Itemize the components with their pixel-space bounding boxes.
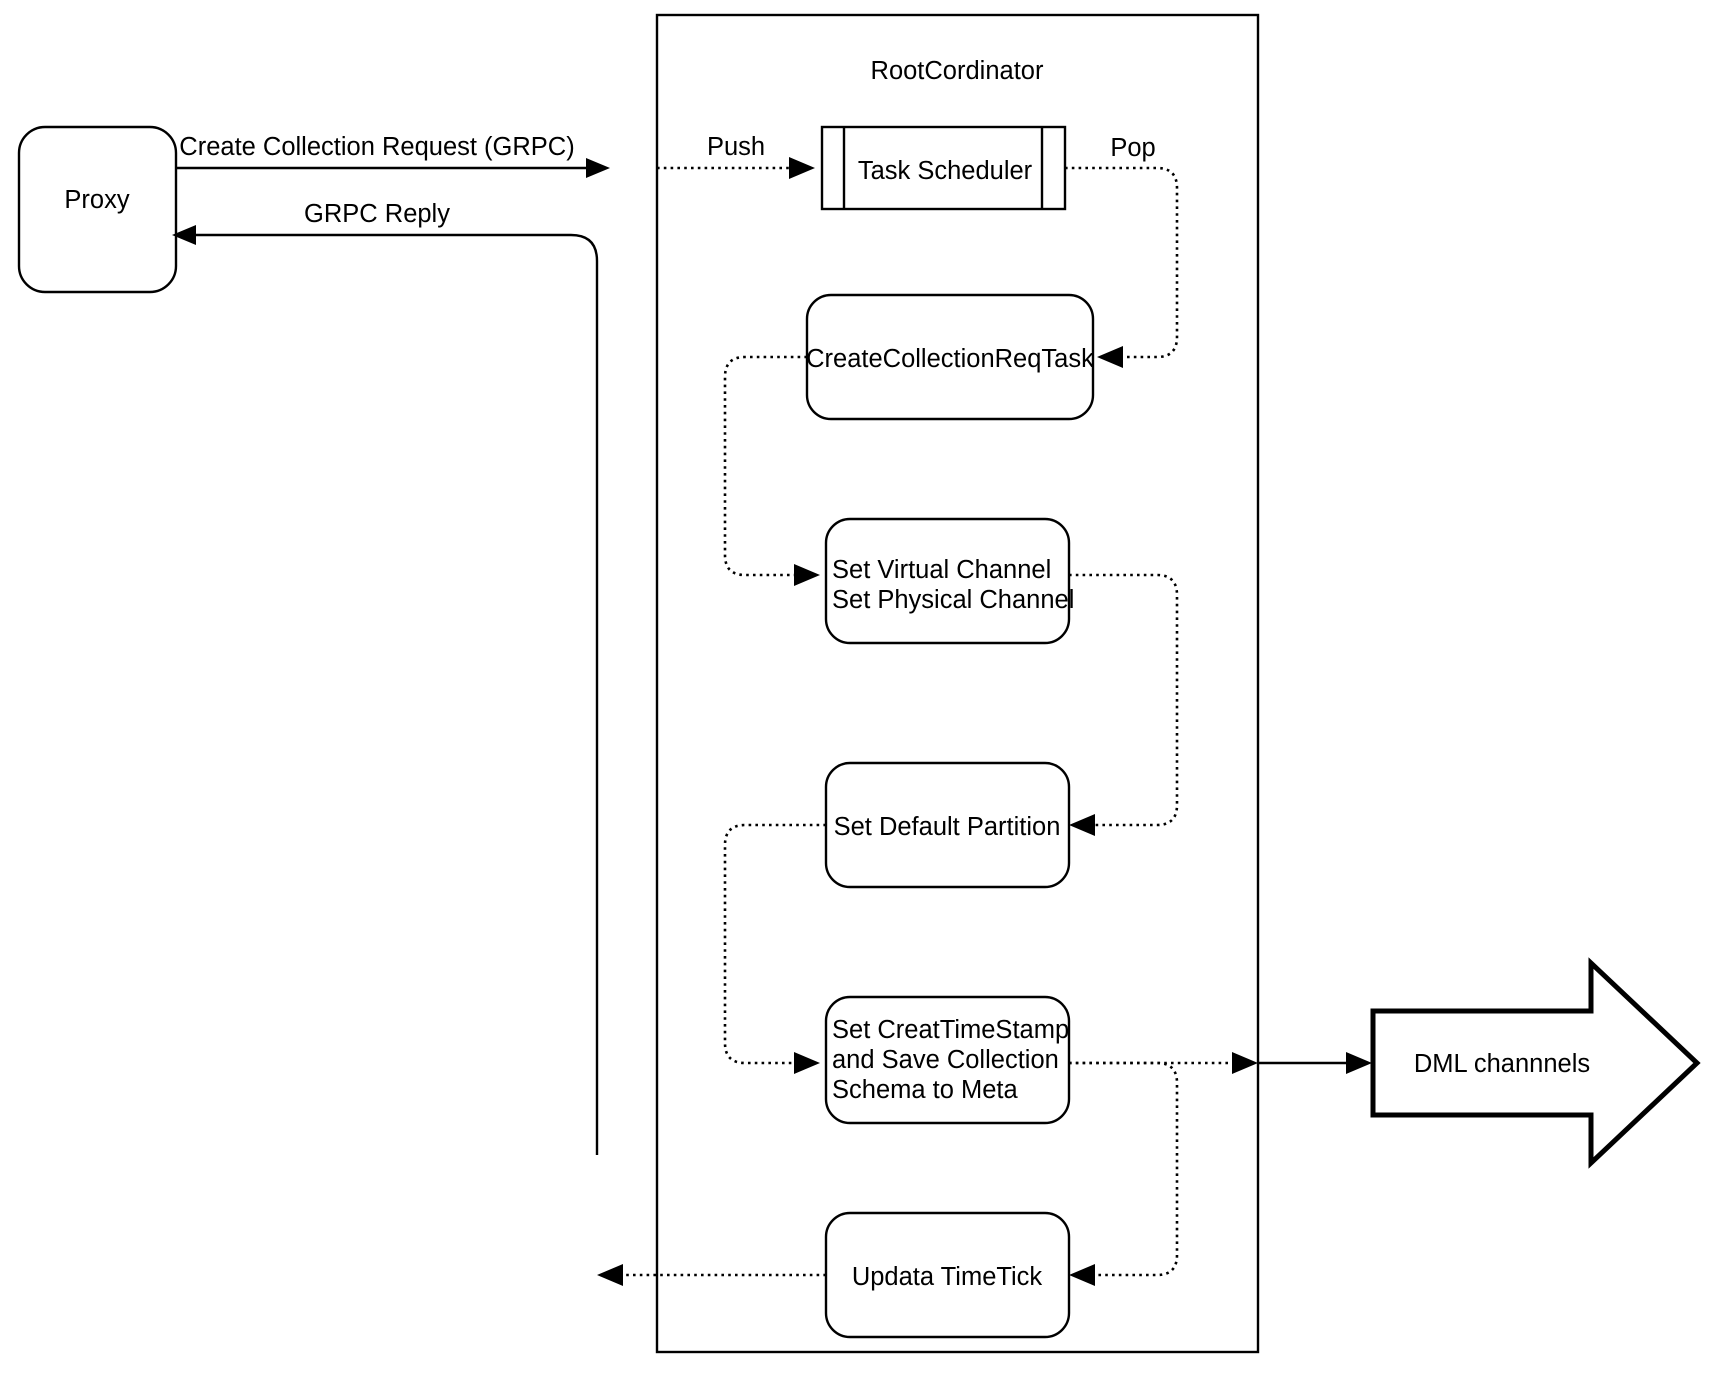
- arrowhead-push: [789, 157, 815, 179]
- node-task-scheduler-label: Task Scheduler: [858, 157, 1033, 185]
- arrowhead-timestamp-to-timetick: [1069, 1264, 1095, 1286]
- arrowhead-task-to-channels: [794, 564, 820, 586]
- edge-timetick-to-reply: [597, 1264, 826, 1286]
- edge-create-collection-request: Create Collection Request (GRPC): [176, 133, 610, 178]
- node-dml-channnels-label: DML channnels: [1414, 1050, 1590, 1078]
- arrowhead-grpc-reply: [172, 225, 196, 245]
- arrowhead-channels-to-partition: [1069, 814, 1095, 836]
- node-dml-channnels[interactable]: DML channnels: [1370, 957, 1701, 1169]
- edge-create-collection-request-label: Create Collection Request (GRPC): [179, 133, 574, 161]
- node-proxy-label: Proxy: [64, 186, 129, 214]
- node-set-timestamp-save-meta-label-line1: Set CreatTimeStamp: [832, 1016, 1069, 1044]
- node-set-timestamp-save-meta-label-line3: Schema to Meta: [832, 1076, 1018, 1104]
- edge-push-label: Push: [707, 133, 765, 161]
- arrowhead-partition-to-timestamp: [794, 1052, 820, 1074]
- arrowhead-timestamp-boundary: [1232, 1052, 1258, 1074]
- edge-push: Push: [657, 133, 815, 179]
- node-set-default-partition[interactable]: Set Default Partition: [824, 761, 1071, 889]
- node-updata-timetick[interactable]: Updata TimeTick: [824, 1211, 1071, 1339]
- node-updata-timetick-label: Updata TimeTick: [852, 1263, 1043, 1291]
- node-set-channels-label-line1: Set Virtual Channel: [832, 556, 1051, 584]
- node-set-timestamp-save-meta[interactable]: Set CreatTimeStamp and Save Collection S…: [824, 995, 1071, 1125]
- edge-grpc-reply: GRPC Reply: [172, 200, 599, 1155]
- arrowhead-pop: [1097, 346, 1123, 368]
- node-set-timestamp-save-meta-label-line2: and Save Collection: [832, 1046, 1059, 1074]
- node-set-channels[interactable]: Set Virtual Channel Set Physical Channel: [824, 517, 1074, 645]
- node-create-collection-req-task[interactable]: CreateCollectionReqTask: [805, 293, 1095, 421]
- edge-partition-to-timestamp: [723, 823, 826, 1074]
- node-proxy[interactable]: Proxy: [17, 125, 178, 294]
- container-rootcoordinator: RootCordinator: [655, 13, 1260, 1354]
- container-title-label: RootCordinator: [871, 57, 1044, 85]
- node-task-scheduler[interactable]: Task Scheduler: [820, 125, 1067, 211]
- edge-pop-label: Pop: [1110, 134, 1155, 162]
- edge-timestamp-to-timetick: [1069, 1061, 1179, 1286]
- edge-task-to-channels: [723, 355, 820, 586]
- edge-timestamp-to-dml: [1069, 1052, 1372, 1074]
- edge-channels-to-partition: [1069, 573, 1179, 836]
- edge-pop: Pop: [1065, 134, 1179, 368]
- node-set-default-partition-label: Set Default Partition: [834, 813, 1061, 841]
- node-create-collection-req-task-label: CreateCollectionReqTask: [806, 345, 1094, 373]
- node-set-channels-label-line2: Set Physical Channel: [832, 586, 1074, 614]
- arrowhead-timetick-to-reply: [597, 1264, 623, 1286]
- edge-grpc-reply-label: GRPC Reply: [304, 200, 450, 228]
- arrowhead-request: [586, 158, 610, 178]
- arrowhead-timestamp-to-dml: [1346, 1052, 1372, 1074]
